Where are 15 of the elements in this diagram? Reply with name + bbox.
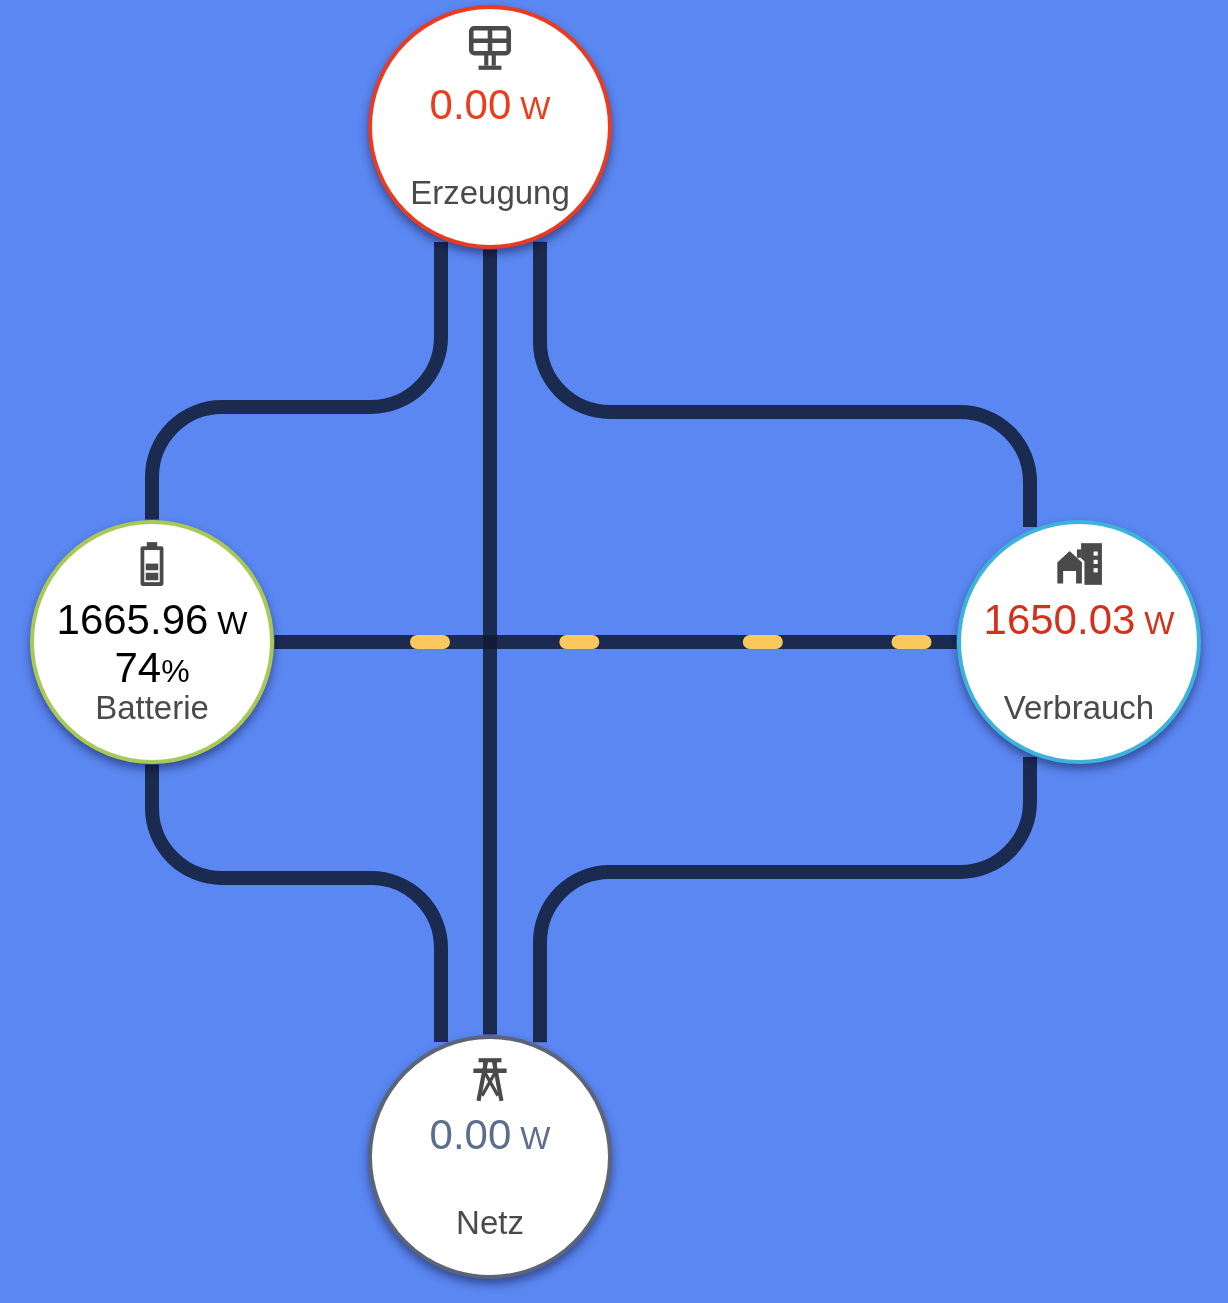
power-value: 0.00 W <box>429 81 551 129</box>
power-value: 0.00 W <box>429 1111 551 1159</box>
node-label: Erzeugung <box>410 174 570 212</box>
connector-line <box>145 242 448 520</box>
connector-line <box>274 635 957 649</box>
connector-line <box>145 764 448 1042</box>
node-label: Netz <box>456 1204 524 1242</box>
connector-line <box>533 757 1037 1043</box>
charge-percentage: 74% <box>114 644 190 692</box>
power-value: 1665.96 W <box>56 596 248 644</box>
power-value: 1650.03 W <box>983 596 1175 644</box>
connector-line <box>483 249 497 1035</box>
node-label: Batterie <box>95 689 209 727</box>
connector-line <box>533 241 1037 527</box>
node-label: Verbrauch <box>1003 689 1155 727</box>
